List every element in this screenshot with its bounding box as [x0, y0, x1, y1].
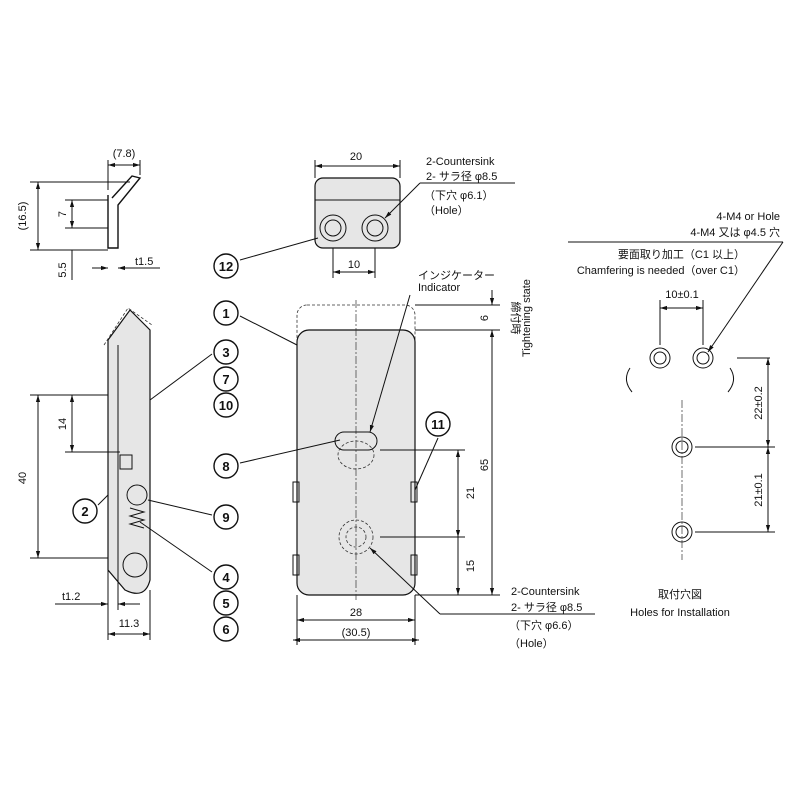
- svg-text:5: 5: [222, 596, 229, 611]
- tighten-en: Tightening state: [521, 279, 533, 357]
- balloon-4: 4: [213, 564, 239, 590]
- dim-bottom: 5.5: [57, 262, 69, 277]
- dim-v1: 22±0.2: [753, 386, 765, 420]
- installation-holes: 4-M4 or Hole 4-M4 又は φ4.5 穴 要面取り加工（C1 以上…: [568, 211, 784, 619]
- dim-30-5: (30.5): [342, 627, 371, 639]
- top-note-1: 2-Countersink: [426, 156, 495, 168]
- dim-offset: 7: [57, 211, 69, 217]
- tighten-jp: 締付時: [509, 302, 523, 335]
- dim-thickness: t1.5: [135, 256, 153, 268]
- svg-text:7: 7: [222, 372, 229, 387]
- dim-side-offset: 14: [57, 418, 69, 430]
- balloon-6: 6: [213, 616, 239, 642]
- dim-top-width: 20: [350, 151, 362, 163]
- indicator-en: Indicator: [418, 282, 461, 294]
- balloon-7: 7: [213, 366, 239, 392]
- install-note-2: 4-M4 又は φ4.5 穴: [690, 225, 780, 239]
- front-note-2: 2- サラ径 φ8.5: [511, 601, 582, 614]
- top-note-3: （下穴 φ6.1）: [424, 188, 493, 202]
- svg-text:4: 4: [222, 570, 230, 585]
- install-note-3: 要面取り加工（C1 以上）: [618, 248, 745, 261]
- balloon-9: 9: [213, 504, 239, 530]
- balloon-2: 2: [72, 498, 98, 524]
- svg-text:3: 3: [222, 345, 229, 360]
- front-note-3: （下穴 φ6.6）: [509, 618, 578, 632]
- dim-v2: 21±0.1: [753, 473, 765, 507]
- top-note-4: （Hole）: [424, 204, 469, 217]
- balloon-11: 11: [425, 411, 451, 437]
- svg-text:9: 9: [222, 510, 229, 525]
- svg-text:1: 1: [222, 306, 229, 321]
- svg-text:8: 8: [222, 459, 229, 474]
- indicator-jp: インジケーター: [418, 269, 495, 282]
- dim-hole-pitch: 10: [348, 259, 360, 271]
- dim-21: 21: [465, 487, 477, 499]
- svg-text:11: 11: [431, 417, 445, 432]
- side-profile: (7.8) (16.5) 7 5.5 t1.5: [17, 148, 160, 280]
- svg-text:2: 2: [81, 504, 88, 519]
- dim-width: (7.8): [113, 148, 136, 160]
- svg-text:6: 6: [222, 622, 229, 637]
- dim-15: 15: [465, 560, 477, 572]
- top-note-2: 2- サラ径 φ8.5: [426, 170, 497, 183]
- balloon-3: 3: [213, 339, 239, 365]
- part-balloons: 12 1 3 7 10 8 9 4 5 6 2 11: [72, 237, 451, 642]
- dim-side-height: 40: [17, 472, 29, 484]
- dim-height: (16.5): [17, 202, 29, 231]
- top-view: 20 10 2-Countersink 2- サラ径 φ8.5 （下穴 φ6.1…: [314, 151, 515, 278]
- svg-text:12: 12: [219, 259, 233, 274]
- install-title-en: Holes for Installation: [630, 607, 730, 619]
- dim-side-depth: 11.3: [119, 618, 140, 630]
- dim-side-thickness: t1.2: [62, 591, 80, 603]
- front-view: インジケーター Indicator 6 締付時 Tightening state…: [292, 269, 595, 650]
- dim-6: 6: [479, 315, 491, 321]
- balloon-12: 12: [213, 253, 239, 279]
- balloon-8: 8: [213, 453, 239, 479]
- dim-28: 28: [350, 607, 362, 619]
- svg-text:10: 10: [219, 398, 233, 413]
- front-note-4: （Hole）: [509, 637, 554, 650]
- install-title-jp: 取付穴図: [658, 587, 702, 601]
- balloon-5: 5: [213, 590, 239, 616]
- side-view: 40 14 t1.2 11.3: [17, 307, 153, 640]
- install-note-4: Chamfering is needed（over C1）: [577, 264, 745, 277]
- balloon-10: 10: [213, 392, 239, 418]
- install-note-1: 4-M4 or Hole: [716, 211, 780, 223]
- balloon-1: 1: [213, 300, 239, 326]
- dim-65: 65: [479, 459, 491, 471]
- front-note-1: 2-Countersink: [511, 586, 580, 598]
- dim-pitch: 10±0.1: [665, 289, 699, 301]
